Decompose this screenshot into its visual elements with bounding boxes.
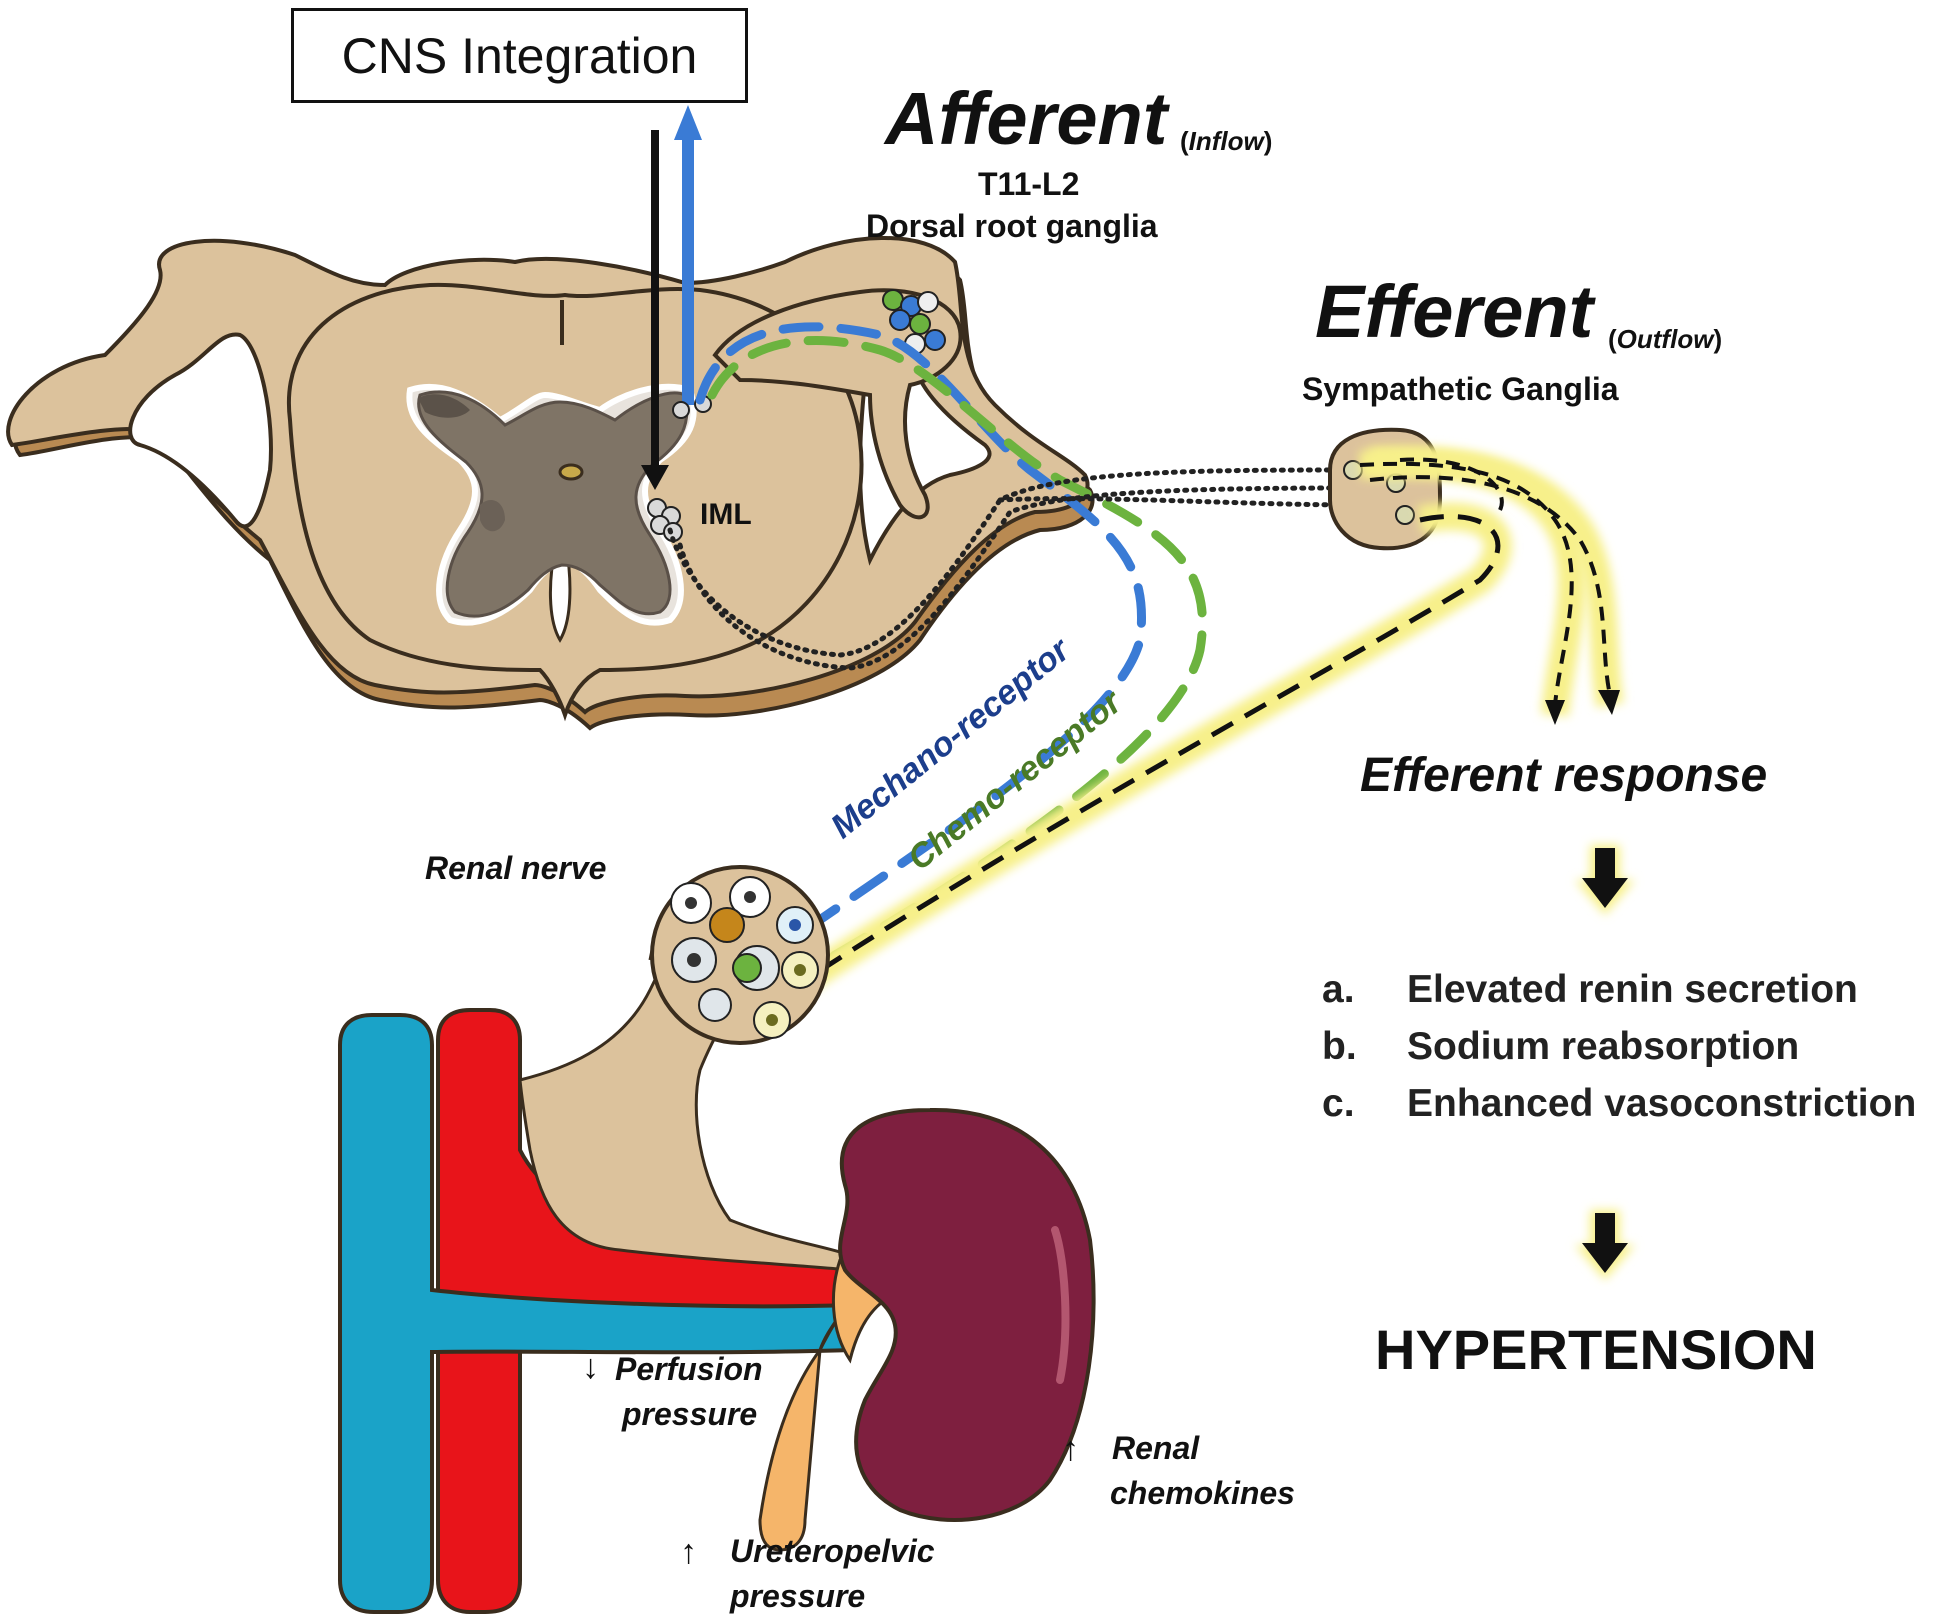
ureteropelvic-line1: Ureteropelvic xyxy=(730,1533,935,1569)
iml-label: IML xyxy=(700,498,752,531)
response-marker: b. xyxy=(1322,1025,1357,1068)
outcome-label: HYPERTENSION xyxy=(1375,1318,1817,1381)
afferent-inflow: Inflow xyxy=(1188,126,1264,156)
response-marker: a. xyxy=(1322,968,1355,1011)
afferent-paren: (Inflow) xyxy=(1180,126,1273,156)
chemokines-arrow-icon: ↑ xyxy=(1062,1430,1079,1468)
renal-nerve-rest: nerve xyxy=(521,850,607,886)
perfusion-arrow-icon: ↓ xyxy=(582,1348,599,1386)
afferent-ganglia: Dorsal root ganglia xyxy=(866,208,1158,244)
response-text: Sodium reabsorption xyxy=(1407,1025,1800,1068)
chemokines-line2: chemokines xyxy=(1110,1475,1295,1511)
chemoreceptor-pathway xyxy=(707,336,1207,970)
efferent-ganglia: Sympathetic Ganglia xyxy=(1302,371,1619,407)
efferent-title: Efferent xyxy=(1315,270,1594,353)
renal-nerve-label: Renal nerve xyxy=(425,852,606,884)
iml-cluster xyxy=(647,498,683,542)
efferent-response-title: Efferent response xyxy=(1360,749,1768,802)
down-arrow-1 xyxy=(1575,845,1635,915)
cns-integration-label: CNS Integration xyxy=(341,27,698,84)
perfusion-line2: pressure xyxy=(622,1396,758,1432)
cns-descending-arrow xyxy=(641,130,669,490)
renal-nerve-bold: Renal xyxy=(425,850,513,886)
afferent-title: Afferent xyxy=(885,77,1168,160)
renal-nerve-cross-section xyxy=(648,865,830,1045)
ureteropelvic-arrow-icon: ↑ xyxy=(680,1533,697,1571)
ureteropelvic-line2: pressure xyxy=(730,1578,866,1614)
afferent-ascending-arrow xyxy=(672,105,712,419)
efferent-fibers xyxy=(782,446,1624,1002)
response-marker: c. xyxy=(1322,1082,1355,1125)
efferent-outflow: Outflow xyxy=(1616,324,1714,354)
cns-integration-box: CNS Integration xyxy=(291,8,748,103)
response-text: Enhanced vasoconstriction xyxy=(1407,1082,1917,1125)
kidney xyxy=(838,1107,1096,1522)
preganglionic-fibers xyxy=(667,467,1363,671)
down-arrow-2 xyxy=(1575,1210,1635,1280)
response-text: Elevated renin secretion xyxy=(1407,968,1858,1011)
afferent-level: T11-L2 xyxy=(978,166,1080,202)
chemokines-line1: Renal xyxy=(1112,1430,1200,1466)
efferent-paren: (Outflow) xyxy=(1608,324,1723,354)
perfusion-line1: Perfusion xyxy=(615,1351,763,1387)
